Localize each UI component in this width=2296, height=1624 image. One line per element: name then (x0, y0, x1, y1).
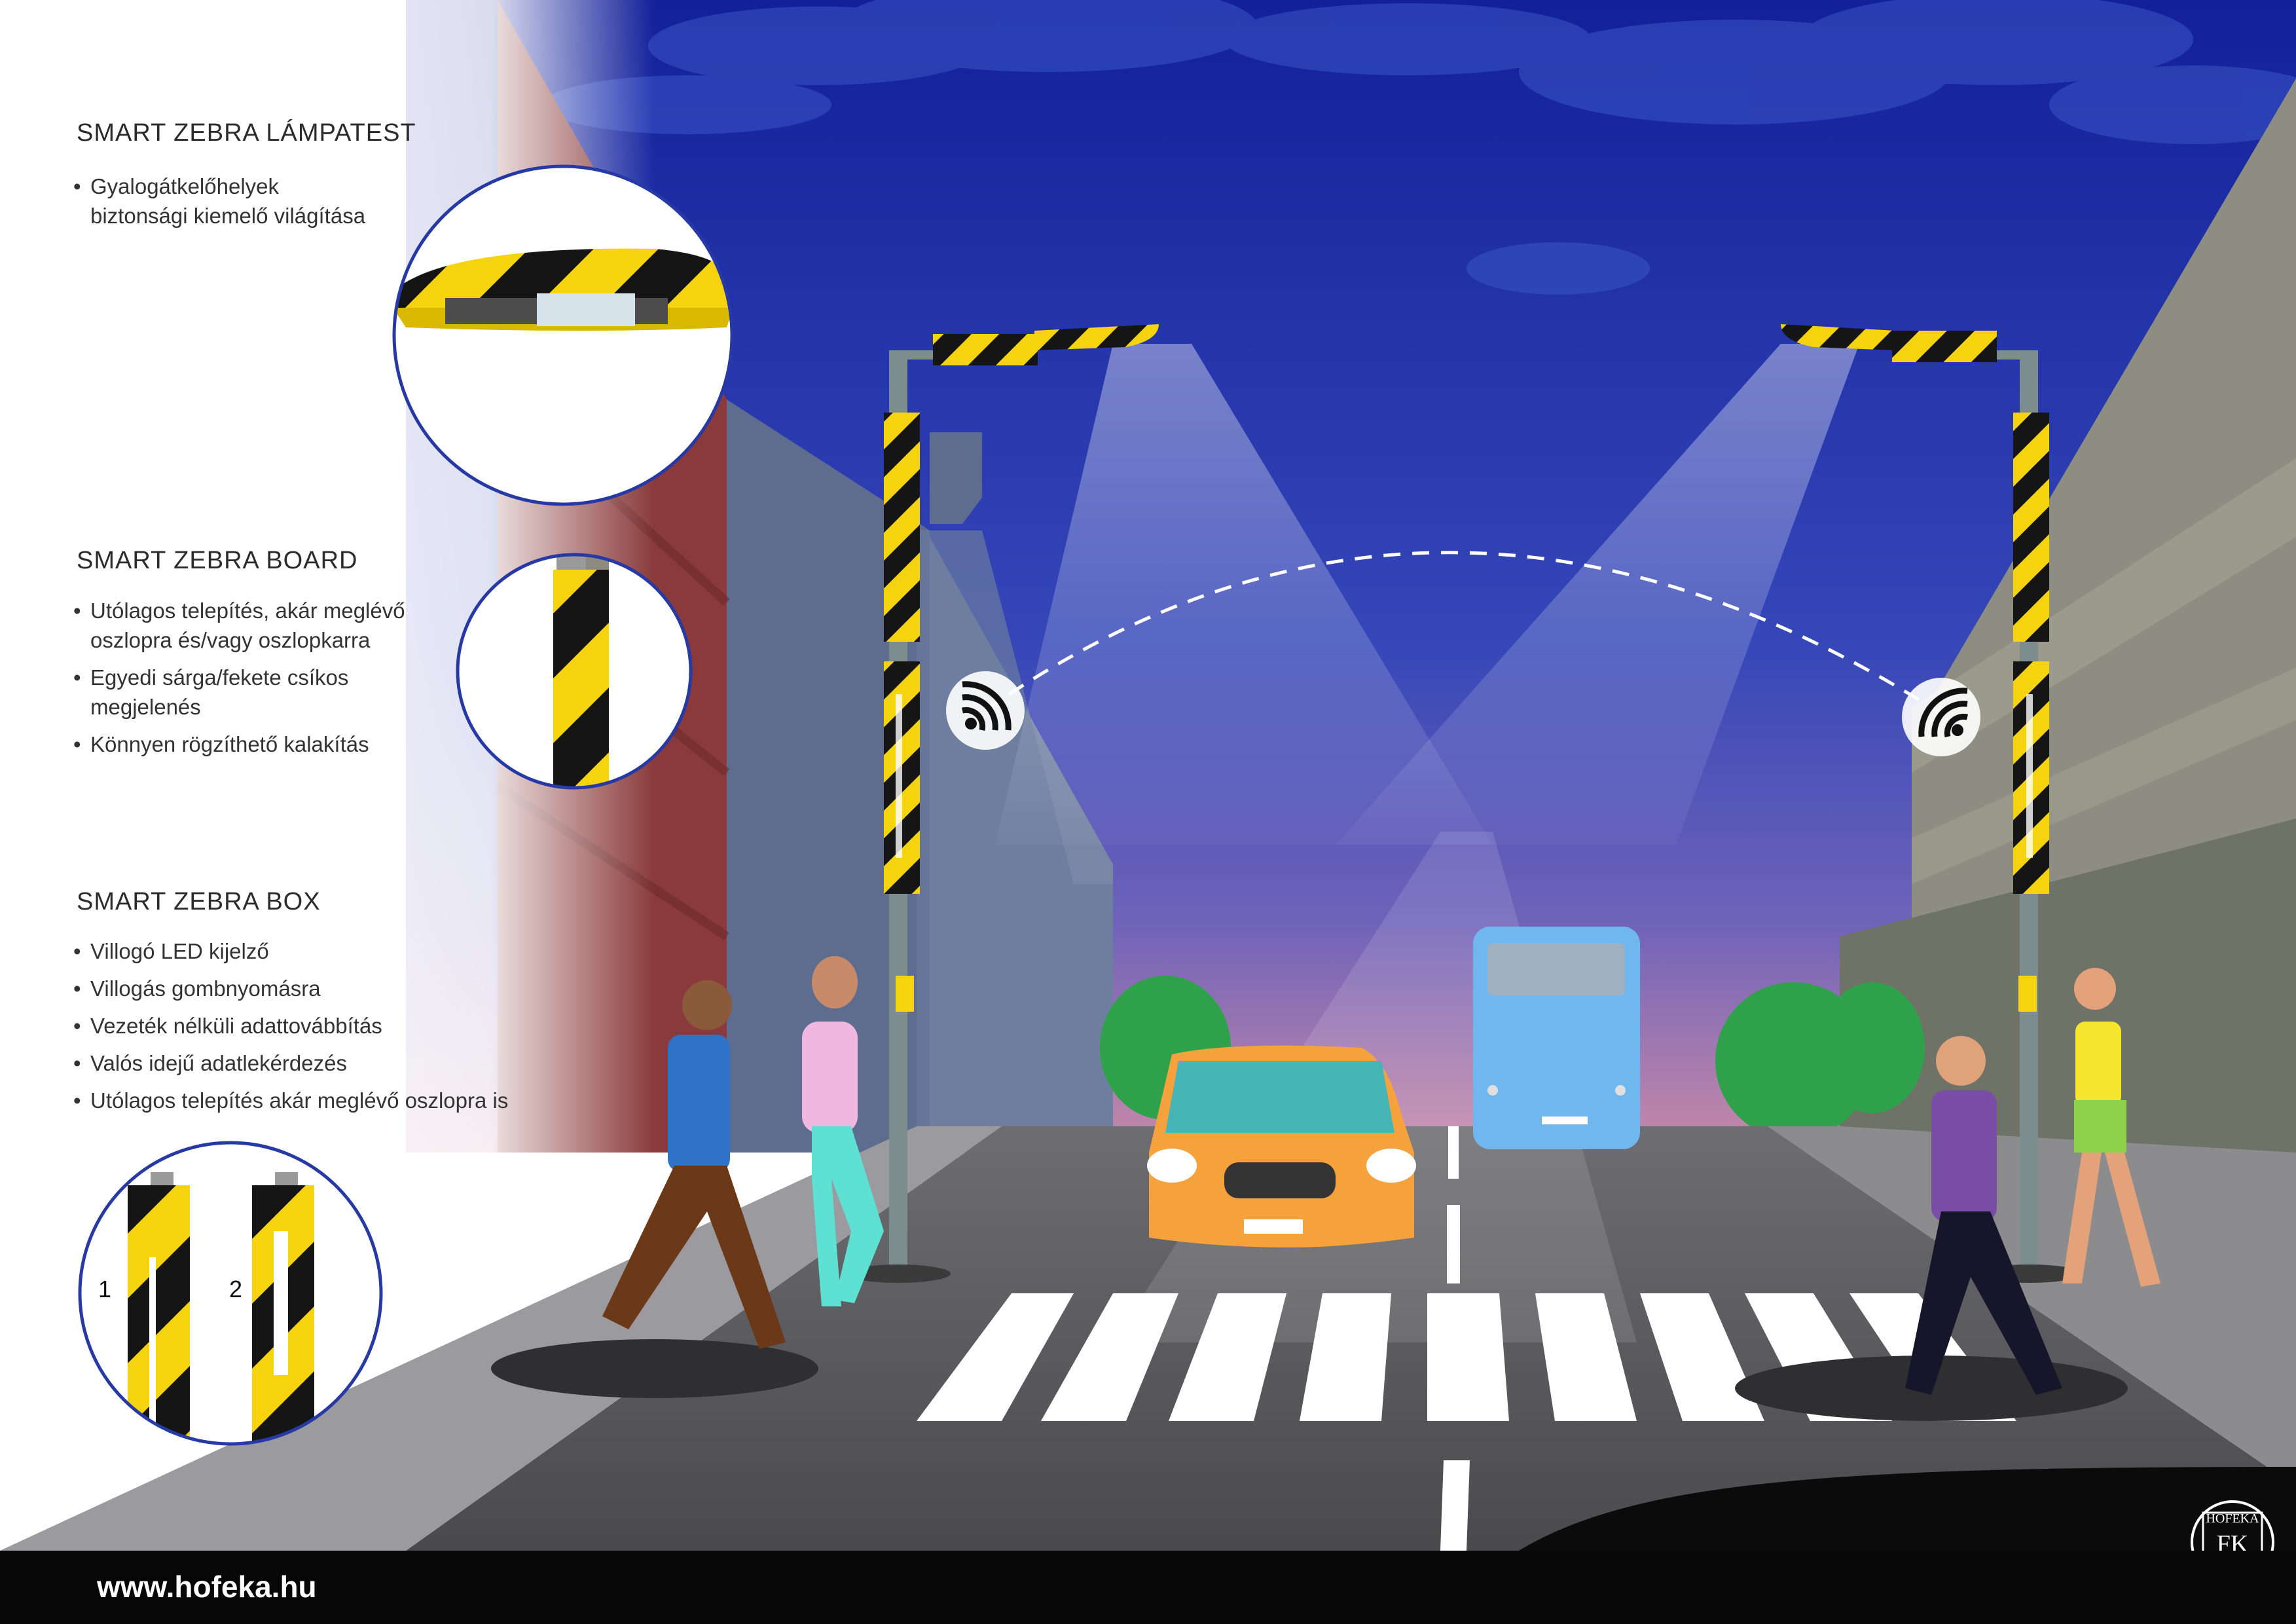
bullet-item: Valós idejű adatlekérdezés (73, 1048, 597, 1078)
bullet-list-box: Villogó LED kijelző Villogás gombnyomásr… (73, 936, 597, 1123)
svg-text:HOFEKA: HOFEKA (2206, 1511, 2259, 1526)
variant-number-1: 1 (98, 1276, 112, 1302)
bus (1473, 927, 1640, 1149)
board-inset-circle (456, 553, 693, 790)
section-title-box: SMART ZEBRA BOX (77, 888, 321, 915)
bullet-item: Villogó LED kijelző (73, 936, 597, 966)
trees (1100, 976, 1925, 1139)
variant-number-2: 2 (229, 1276, 243, 1302)
footer-bar (0, 1551, 2296, 1624)
car (1147, 1045, 1416, 1247)
section-title-lamp: SMART ZEBRA LÁMPATEST (77, 119, 416, 147)
bullet-list-lamp: Gyalogátkelőhelyek biztonsági kiemelő vi… (73, 172, 440, 238)
wifi-signal-icon (1902, 678, 1980, 756)
bullet-item: Egyedi sárga/fekete csíkos megjelenés (73, 663, 479, 722)
bullet-item: Villogás gombnyomásra (73, 974, 597, 1003)
bullet-item: Gyalogátkelőhelyek biztonsági kiemelő vi… (73, 172, 440, 231)
right-smart-zebra-pole (1781, 324, 2082, 1283)
bullet-item: Könnyen rögzíthető kalakítás (73, 729, 479, 759)
left-smart-zebra-pole (846, 324, 1159, 1283)
box-inset-circle (78, 1141, 383, 1446)
wifi-signal-icon (946, 671, 1025, 750)
pedestrians (491, 956, 2160, 1421)
bullet-item: Vezeték nélküli adattovábbítás (73, 1011, 597, 1041)
section-title-board: SMART ZEBRA BOARD (77, 547, 358, 574)
website-link[interactable]: www.hofeka.hu (97, 1570, 317, 1604)
bullet-list-board: Utólagos telepítés, akár meglévő oszlopr… (73, 596, 479, 767)
bullet-item: Utólagos telepítés akár meglévő oszlopra… (73, 1086, 597, 1115)
lamp-inset-circle (392, 164, 734, 506)
bullet-item: Utólagos telepítés, akár meglévő oszlopr… (73, 596, 479, 655)
